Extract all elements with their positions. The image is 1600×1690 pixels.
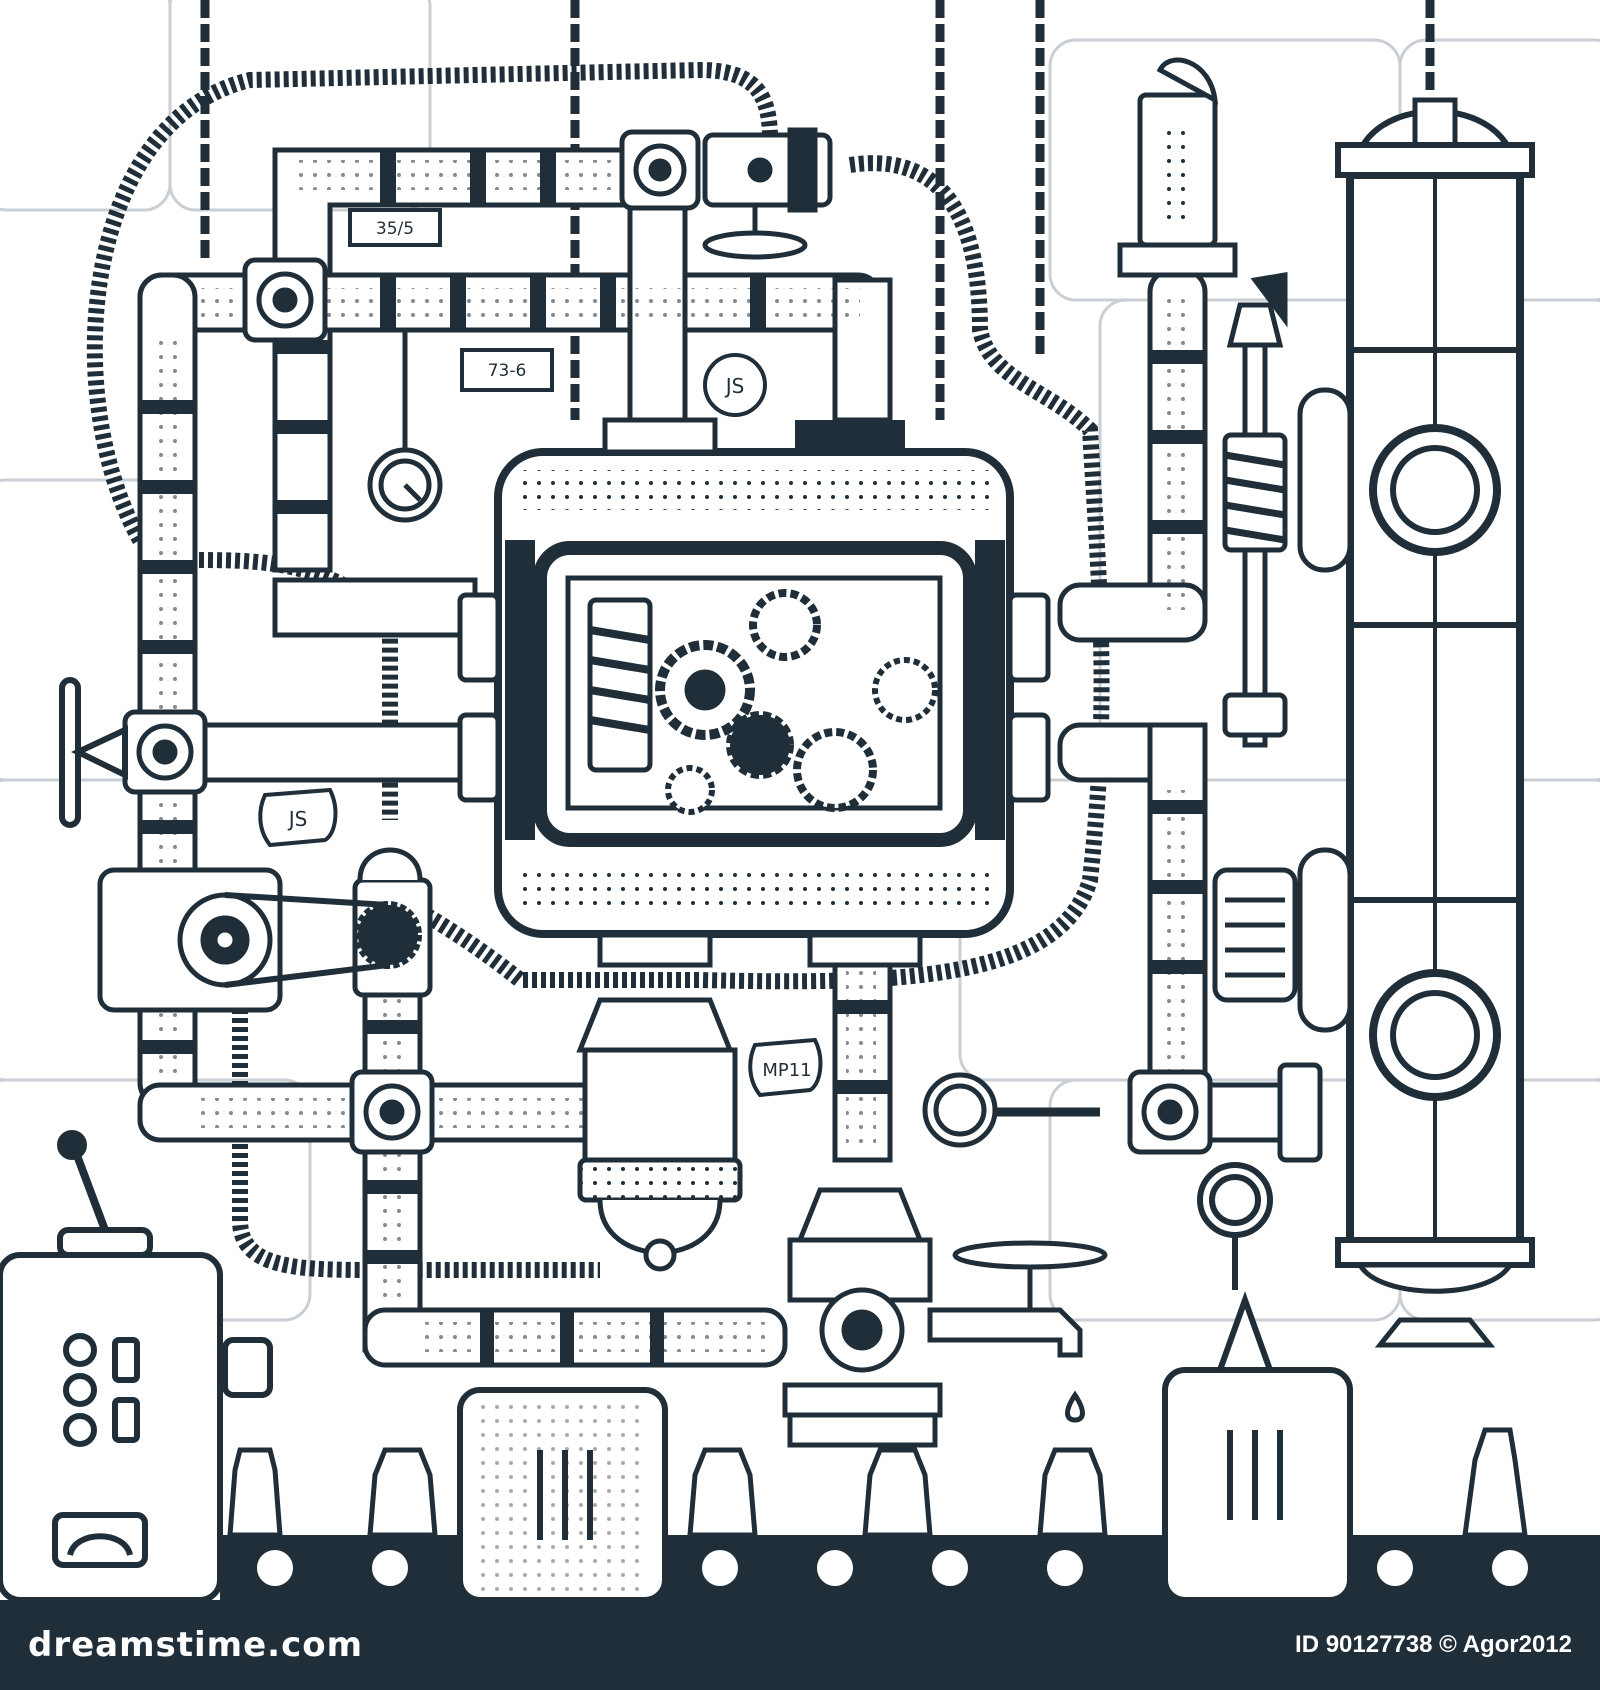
tag-35-5-text: 35/5: [376, 219, 414, 239]
tag-js-left: [258, 787, 338, 848]
filling-machines: [457, 1162, 1353, 1600]
canister-filter: [576, 997, 743, 1272]
conveyor-belt: [220, 1535, 1600, 1600]
central-tank: [494, 417, 1014, 968]
valve-junctions: [122, 129, 1213, 1155]
gear-mechanism: [587, 589, 938, 815]
dreamstime-logo[interactable]: dreamstime.com: [28, 1625, 364, 1665]
tag-mp11-text: MP11: [762, 1060, 811, 1081]
image-credit: ID 90127738 © Agor2012: [1295, 1631, 1572, 1658]
tag-js-top: [703, 353, 767, 417]
tag-js-left-text: JS: [287, 807, 308, 831]
faucet-valve: [782, 1187, 1108, 1448]
distillation-tower: [1297, 97, 1535, 1348]
tag-35-5: [348, 208, 442, 247]
right-pressure-gauge: [922, 1062, 1323, 1163]
belt-drive: [97, 847, 433, 1013]
side-handwheel: [59, 677, 128, 828]
stock-footer-bar: dreamstime.com ID 90127738 © Agor2012: [0, 1600, 1600, 1690]
top-fan-valve: [702, 127, 833, 260]
steampunk-factory-illustration: 35/5 73-6 JS JS MP11: [0, 0, 1600, 1600]
tag-73-6: [460, 348, 554, 392]
pressure-gauge-small: [367, 330, 443, 523]
pipe-bands: [140, 150, 1205, 1365]
upright-valve-column: [1117, 57, 1238, 278]
tank-rivets: [520, 470, 990, 910]
hanging-chains: [200, 0, 1435, 420]
drive-shaft: [1212, 272, 1298, 1003]
tag-mp11: [748, 1037, 823, 1098]
control-panel: [0, 1130, 273, 1600]
label-tags: 35/5 73-6 JS JS MP11: [258, 208, 823, 1098]
tag-73-6-text: 73-6: [488, 361, 527, 381]
tank-flanges: [457, 592, 1051, 803]
tag-js-top-text: JS: [724, 374, 745, 398]
bottles: [227, 1427, 1528, 1538]
